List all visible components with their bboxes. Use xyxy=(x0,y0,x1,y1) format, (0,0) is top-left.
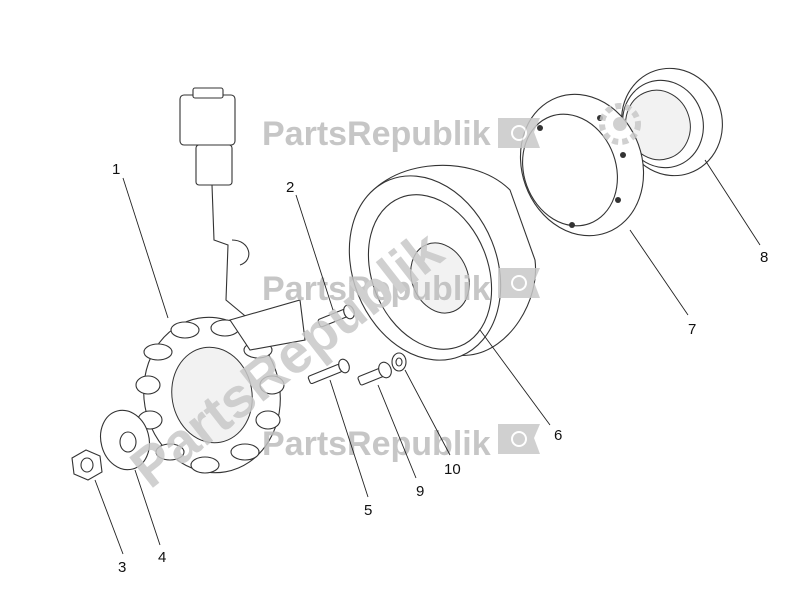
callout-6[interactable]: 6 xyxy=(554,427,562,444)
callout-labels: 1 2 3 4 5 6 7 8 9 10 xyxy=(112,161,768,576)
leader-4 xyxy=(134,469,161,546)
callout-10[interactable]: 10 xyxy=(444,461,461,478)
part-9-screw[interactable] xyxy=(357,360,393,386)
callout-4[interactable]: 4 xyxy=(158,549,166,566)
part-6-rotor[interactable] xyxy=(323,153,537,383)
part-7-flange[interactable] xyxy=(501,77,663,253)
part-8-seal[interactable] xyxy=(608,55,736,189)
leader-1 xyxy=(122,177,169,319)
callout-7[interactable]: 7 xyxy=(688,321,696,338)
callout-5[interactable]: 5 xyxy=(364,502,372,519)
callout-3[interactable]: 3 xyxy=(118,559,126,576)
leader-2 xyxy=(295,194,334,311)
part-3-nut[interactable] xyxy=(71,449,103,481)
callout-9[interactable]: 9 xyxy=(416,483,424,500)
leader-7 xyxy=(629,229,689,316)
wiring-harness[interactable] xyxy=(179,87,251,321)
callout-8[interactable]: 8 xyxy=(760,249,768,266)
part-10-washer[interactable] xyxy=(391,352,407,372)
part-4-washer[interactable] xyxy=(94,405,156,475)
part-1-stator[interactable] xyxy=(131,299,306,484)
callout-1[interactable]: 1 xyxy=(112,161,120,178)
part-5-screw[interactable] xyxy=(307,358,352,385)
leader-3 xyxy=(94,479,124,555)
watermark-text-3: PartsRepublik xyxy=(262,425,491,463)
leader-9 xyxy=(377,384,417,479)
leader-lines xyxy=(94,159,761,555)
watermark-text-2: PartsRepublik xyxy=(262,270,491,308)
leader-5 xyxy=(329,379,369,498)
leader-10 xyxy=(404,369,451,456)
watermark-gear-icon xyxy=(599,103,641,145)
watermark-flag-icon xyxy=(498,118,540,454)
leader-8 xyxy=(704,159,761,246)
part-2-screw[interactable] xyxy=(317,304,357,328)
watermark-text-1: PartsRepublik xyxy=(262,115,491,153)
leader-6 xyxy=(479,329,551,426)
callout-2[interactable]: 2 xyxy=(286,179,294,196)
